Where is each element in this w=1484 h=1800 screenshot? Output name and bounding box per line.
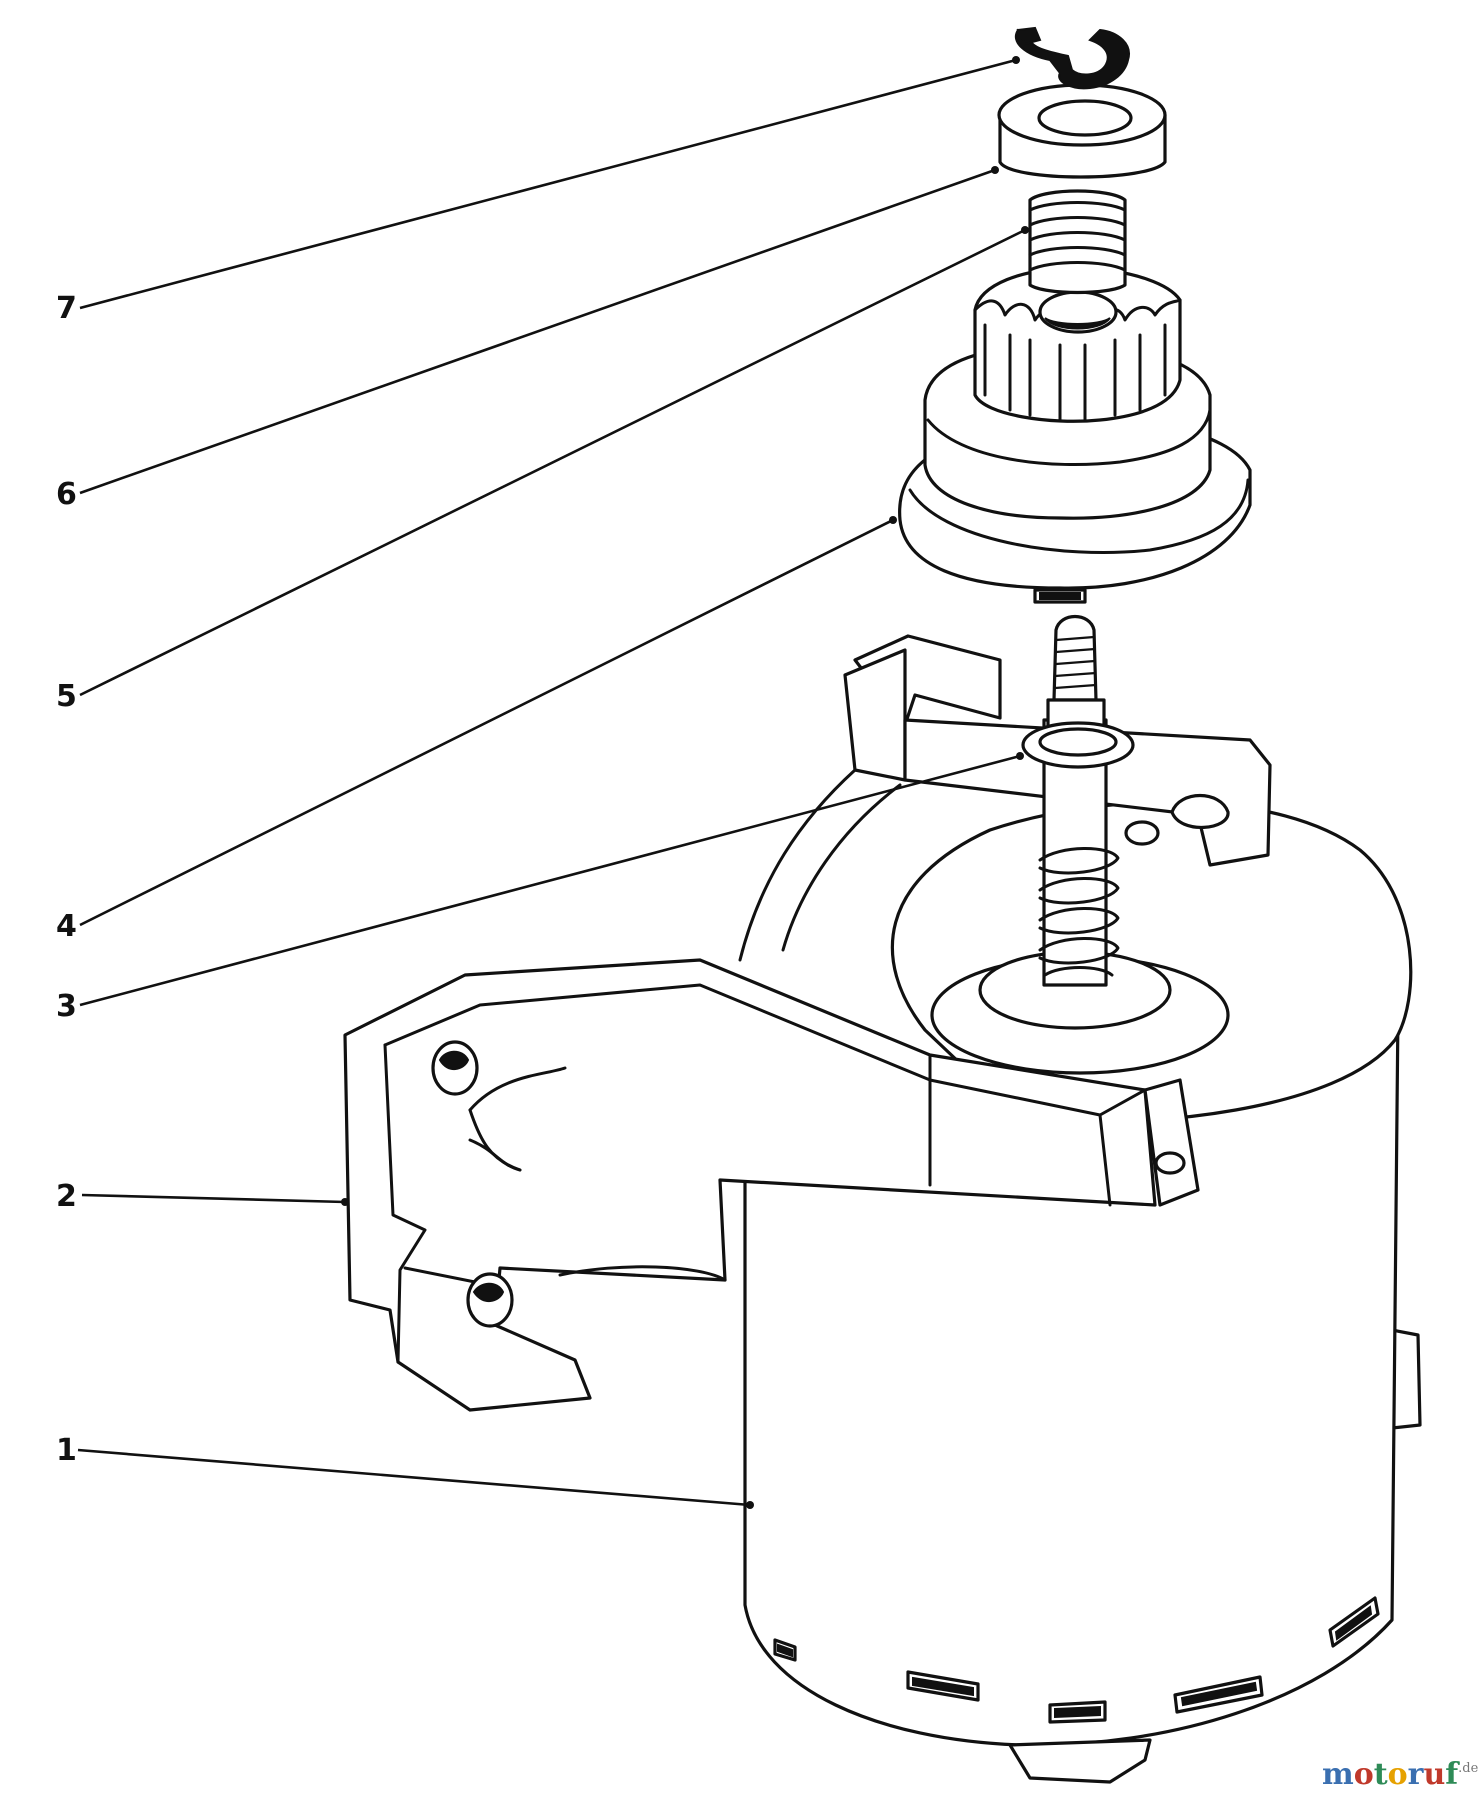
callout-5: 5 — [56, 679, 77, 714]
callout-1: 1 — [56, 1433, 77, 1468]
leader-lines — [77, 56, 1029, 1509]
callout-numbers: 1 2 3 4 5 6 7 — [56, 291, 77, 1468]
callout-3: 3 — [56, 989, 77, 1024]
pinion-gear — [898, 266, 1252, 604]
callout-4: 4 — [56, 909, 77, 944]
e-clip — [1015, 26, 1130, 90]
starter-motor — [743, 800, 1422, 1784]
spring — [1028, 189, 1127, 295]
vent-slots — [773, 1596, 1380, 1724]
callout-7: 7 — [56, 291, 77, 326]
washer — [1021, 721, 1135, 769]
svg-text:motoruf.de: motoruf.de — [1322, 1757, 1479, 1792]
retainer-cup — [997, 83, 1167, 179]
watermark-logo: motoruf.de — [1322, 1757, 1479, 1792]
callout-2: 2 — [56, 1179, 77, 1214]
callout-6: 6 — [56, 477, 77, 512]
